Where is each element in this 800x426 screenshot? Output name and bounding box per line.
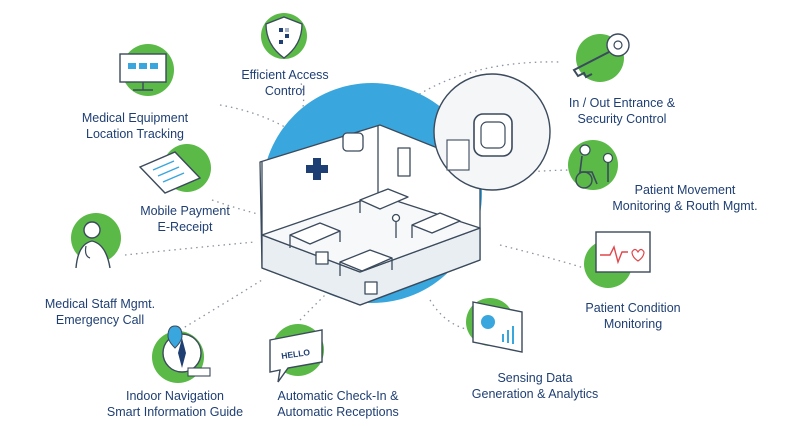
feature-icons: HELLO (71, 13, 651, 383)
label-line: Automatic Check-In & (277, 389, 399, 403)
connector-lines (124, 61, 591, 331)
label-line: In / Out Entrance & (568, 96, 676, 110)
analytics-chart-icon (466, 298, 523, 353)
door (397, 147, 411, 177)
compass-icon (152, 325, 211, 383)
label-line: Location Tracking (86, 127, 184, 141)
label-indoor-navigation: Indoor Navigation Smart Information Guid… (100, 388, 250, 420)
medical-cross-icon (306, 158, 328, 180)
label-line: Smart Information Guide (106, 405, 244, 419)
heart-monitor-icon (584, 231, 651, 288)
label-line: Emergency Call (55, 313, 145, 327)
label-line: Indoor Navigation (126, 389, 224, 403)
label-line: E-Receipt (157, 220, 213, 234)
label-line: Monitoring (603, 317, 663, 331)
doctor-icon (71, 213, 121, 269)
label-line: Automatic Receptions (277, 405, 399, 419)
sensor-zoom-circle (433, 73, 551, 191)
label-line: Patient Condition (585, 301, 681, 315)
label-line: Control (264, 84, 306, 98)
label-mobile-payment: Mobile Payment E-Receipt (130, 203, 240, 235)
shield-icon (261, 13, 307, 59)
label-line: Medical Staff Mgmt. (44, 297, 156, 311)
label-line: Efficient Access (241, 68, 329, 82)
label-line: Sensing Data (497, 371, 573, 385)
bubble-text: HELLO (281, 347, 311, 361)
label-patient-movement-monitoring: Patient Movement Monitoring & Routh Mgmt… (600, 182, 770, 214)
label-line: Mobile Payment (140, 204, 230, 218)
label-entrance-security-control: In / Out Entrance & Security Control (552, 95, 692, 127)
label-sensing-data-analytics: Sensing Data Generation & Analytics (460, 370, 610, 402)
label-medical-equipment-tracking: Medical Equipment Location Tracking (70, 110, 200, 142)
label-efficient-access-control: Efficient Access Control (235, 67, 335, 99)
label-line: Security Control (577, 112, 667, 126)
label-line: Medical Equipment (81, 111, 189, 125)
hospital-room-illustration (259, 124, 481, 306)
key-icon (572, 33, 630, 82)
label-patient-condition-monitoring: Patient Condition Monitoring (568, 300, 698, 332)
wall-sensor (342, 132, 364, 152)
room-person (391, 213, 401, 238)
wheelchair-icon (568, 140, 618, 190)
label-line: Generation & Analytics (471, 387, 599, 401)
receipt-icon (138, 144, 211, 194)
monitor-icon (119, 44, 174, 96)
beds (289, 188, 461, 295)
speech-bubble-icon: HELLO (269, 324, 324, 383)
label-medical-staff-mgmt: Medical Staff Mgmt. Emergency Call (35, 296, 165, 328)
label-line: Monitoring & Routh Mgmt. (612, 199, 758, 213)
label-line: Patient Movement (634, 183, 736, 197)
label-automatic-check-in: Automatic Check-In & Automatic Reception… (263, 388, 413, 420)
